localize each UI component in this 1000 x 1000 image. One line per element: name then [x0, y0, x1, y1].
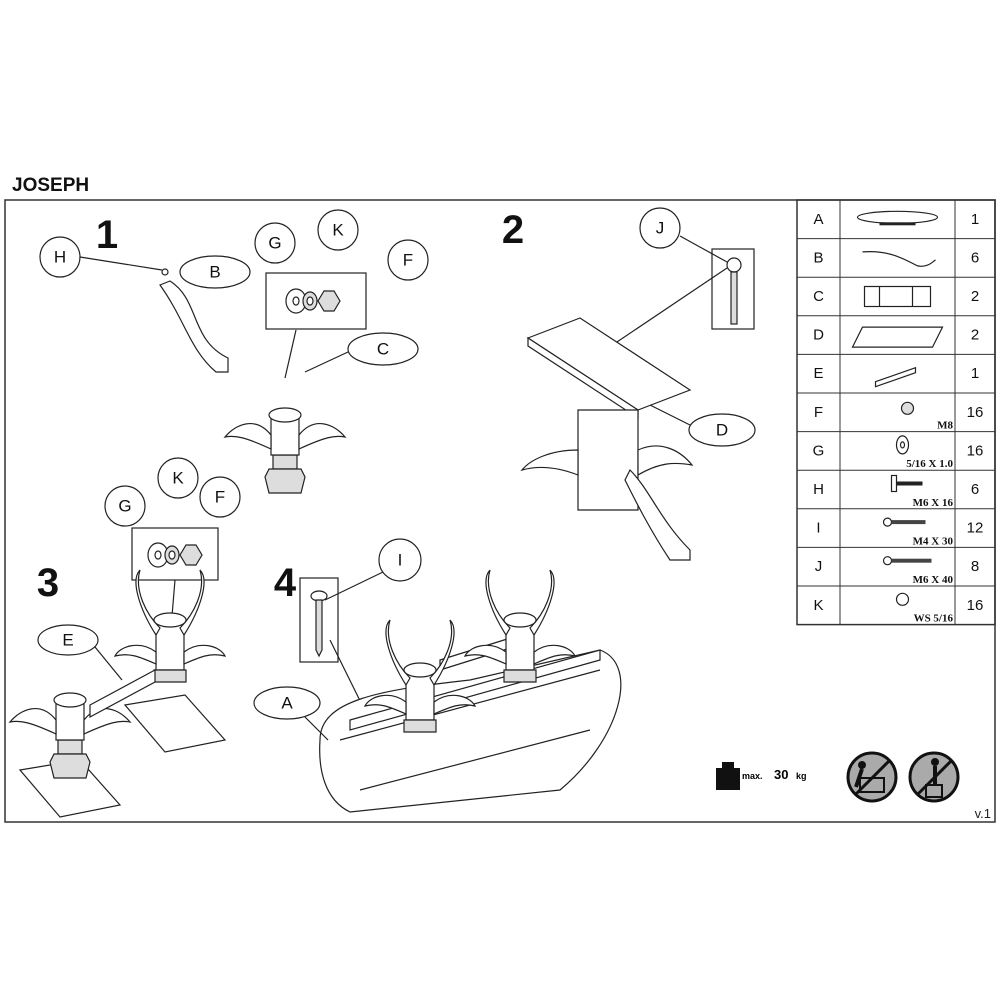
column-assembly-icon [224, 407, 346, 494]
product-title: JOSEPH [12, 175, 90, 196]
part-spec: 5/16 X 1.0 [906, 458, 953, 470]
max-load: max. 30 kg [716, 762, 807, 790]
plate-icon [851, 326, 944, 348]
nut-icon [900, 401, 915, 415]
part-qty: 16 [967, 442, 984, 459]
part-qty: 16 [967, 404, 984, 421]
step-2: 2 J D [502, 207, 756, 561]
part-qty: 16 [967, 597, 984, 614]
callout-label: B [209, 263, 220, 282]
parts-row-G: G 16 5/16 X 1.0 [813, 435, 984, 470]
callout-label: F [215, 488, 225, 507]
tabletop-icon [856, 210, 939, 226]
part-qty: 1 [971, 365, 979, 382]
callout-label: G [118, 497, 131, 516]
bolt-icon [882, 556, 932, 566]
callout-ellipse [179, 255, 251, 289]
part-id: C [813, 288, 824, 305]
part-qty: 2 [971, 288, 979, 305]
t-bolt-icon [890, 474, 923, 493]
part-id: I [816, 520, 820, 537]
leg-icon [159, 280, 229, 373]
part-id: E [813, 365, 823, 382]
part-qty: 1 [971, 211, 979, 228]
step-number: 1 [96, 213, 118, 257]
part-spec: M8 [937, 420, 953, 432]
part-id: D [813, 327, 824, 344]
part-qty: 6 [971, 481, 979, 498]
tabletop-icon [319, 649, 622, 813]
part-qty: 2 [971, 327, 979, 344]
parts-row-J: J 8 M6 X 40 [815, 556, 979, 586]
parts-row-I: I 12 M4 X 30 [816, 517, 984, 547]
part-spec: WS 5/16 [914, 613, 954, 625]
callout-label: G [268, 234, 281, 253]
part-spec: M6 X 16 [913, 497, 954, 509]
parts-row-H: H 6 M6 X 16 [813, 474, 979, 509]
callout-label: J [656, 219, 665, 238]
part-id: J [815, 558, 823, 575]
parts-row-K: K 16 WS 5/16 [813, 592, 984, 625]
load-prefix: max. [742, 771, 763, 781]
washer-icon [895, 435, 910, 455]
spring-washer-icon [895, 592, 910, 606]
callout-label: H [54, 248, 66, 267]
part-id: B [813, 249, 823, 266]
callout-label: E [62, 631, 73, 650]
part-id: A [813, 211, 823, 228]
callout-label: A [281, 694, 293, 713]
step-3: 3 G K F E [9, 457, 241, 818]
rail-icon [89, 668, 156, 719]
callout-label: K [172, 469, 184, 488]
part-id: F [814, 404, 823, 421]
load-value: 30 [774, 767, 788, 782]
callout-label: C [377, 340, 389, 359]
part-spec: M6 X 40 [913, 574, 954, 586]
step-4: 4 I A [253, 538, 622, 813]
no-climbing-icon [846, 751, 898, 803]
callout-label: D [716, 421, 728, 440]
step-number: 4 [274, 561, 297, 605]
screw-icon [882, 517, 926, 527]
part-qty: 8 [971, 558, 979, 575]
callout-label: K [332, 221, 344, 240]
nut-washer-set-icon [285, 288, 341, 314]
t-bolt-icon [161, 268, 169, 276]
bolt-icon [726, 257, 742, 273]
load-unit: kg [796, 771, 807, 781]
part-id: K [813, 597, 823, 614]
column-icon [863, 285, 932, 308]
part-id: H [813, 481, 824, 498]
callout-label: F [403, 251, 413, 270]
callout-label: I [398, 551, 403, 570]
step-number: 2 [502, 208, 524, 252]
plate-icon [123, 694, 227, 753]
leg-icon [862, 250, 936, 267]
rail-icon [874, 366, 917, 388]
step-number: 3 [37, 561, 59, 605]
part-spec: M4 X 30 [913, 535, 954, 547]
part-qty: 12 [967, 520, 984, 537]
version-label: v.1 [975, 806, 991, 821]
step-1: 1 H B G K F C [39, 209, 429, 494]
part-qty: 6 [971, 249, 979, 266]
no-standing-icon [908, 751, 960, 803]
weight-icon [722, 762, 734, 768]
part-id: G [813, 442, 825, 459]
